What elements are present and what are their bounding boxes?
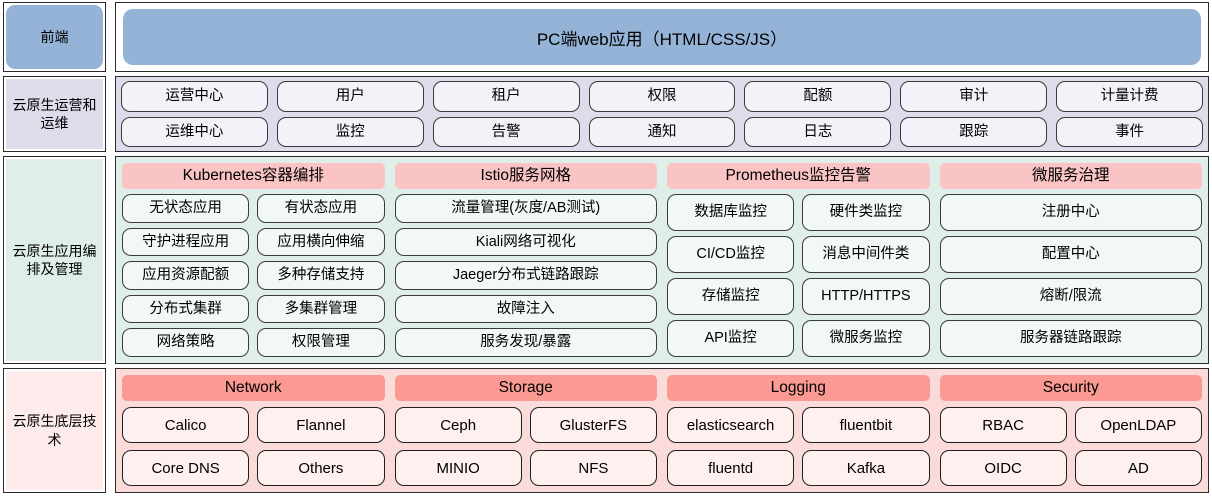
layer-label-orchestration-text: 云原生应用编排及管理	[6, 159, 103, 361]
group-kubernetes: Kubernetes容器编排 无状态应用 有状态应用 守护进程应用 应用横向伸缩…	[122, 163, 385, 357]
ops-panel: 运营中心 用户 租户 权限 配额 审计 计量计费 运维中心 监控 告警 通知 日…	[115, 76, 1209, 152]
layer-row-orchestration: 云原生应用编排及管理 Kubernetes容器编排 无状态应用 有状态应用 守护…	[3, 156, 1209, 364]
ops-chip-grid: 运营中心 用户 租户 权限 配额 审计 计量计费 运维中心 监控 告警 通知 日…	[121, 81, 1203, 147]
group-network: Network Calico Flannel Core DNS Others	[122, 375, 385, 486]
group-title-prometheus: Prometheus监控告警	[667, 163, 930, 189]
group-security: Security RBAC OpenLDAP OIDC AD	[939, 375, 1202, 486]
tech-item[interactable]: 多种存储支持	[257, 261, 385, 290]
layer-label-infrastructure: 云原生底层技术	[3, 368, 106, 493]
group-logging: Logging elasticsearch fluentbit fluentd …	[667, 375, 930, 486]
tech-item[interactable]: RBAC	[939, 407, 1067, 443]
ops-chip[interactable]: 权限	[588, 81, 736, 112]
tech-item[interactable]: 微服务监控	[802, 320, 930, 357]
ops-chip[interactable]: 租户	[432, 81, 580, 112]
layer-row-infrastructure: 云原生底层技术 Network Calico Flannel Core DNS …	[3, 368, 1209, 493]
layer-label-orchestration: 云原生应用编排及管理	[3, 156, 106, 364]
group-title-security: Security	[939, 375, 1202, 401]
group-title-storage: Storage	[394, 375, 657, 401]
frontend-app-banner: PC端web应用（HTML/CSS/JS）	[123, 9, 1201, 65]
tech-item[interactable]: 消息中间件类	[802, 236, 930, 273]
group-items-kubernetes: 无状态应用 有状态应用 守护进程应用 应用横向伸缩 应用资源配额 多种存储支持 …	[122, 194, 385, 357]
ops-chip[interactable]: 通知	[588, 116, 736, 147]
tech-item[interactable]: OpenLDAP	[1074, 407, 1202, 443]
group-title-logging: Logging	[667, 375, 930, 401]
ops-chip[interactable]: 日志	[744, 116, 892, 147]
tech-item[interactable]: Kafka	[802, 450, 930, 486]
tech-item[interactable]: 应用资源配额	[122, 261, 250, 290]
group-storage: Storage Ceph GlusterFS MINIO NFS	[394, 375, 657, 486]
tech-item[interactable]: 服务器链路跟踪	[939, 320, 1202, 357]
group-title-network: Network	[122, 375, 385, 401]
ops-chip[interactable]: 用户	[276, 81, 424, 112]
tech-item[interactable]: 应用横向伸缩	[257, 227, 385, 257]
tech-item[interactable]: Ceph	[394, 407, 522, 443]
tech-item[interactable]: 配置中心	[939, 236, 1202, 273]
tech-item[interactable]: 流量管理(灰度/AB测试)	[394, 194, 657, 223]
infrastructure-panel: Network Calico Flannel Core DNS Others S…	[115, 368, 1209, 493]
group-items-storage: Ceph GlusterFS MINIO NFS	[394, 407, 657, 486]
tech-item[interactable]: 熔断/限流	[939, 278, 1202, 315]
group-title-kubernetes: Kubernetes容器编排	[122, 163, 385, 189]
tech-item[interactable]: 故障注入	[394, 294, 657, 324]
orchestration-panel: Kubernetes容器编排 无状态应用 有状态应用 守护进程应用 应用横向伸缩…	[115, 156, 1209, 364]
ops-chip[interactable]: 配额	[744, 81, 892, 112]
group-title-microservice-governance: 微服务治理	[939, 163, 1202, 189]
tech-item[interactable]: HTTP/HTTPS	[802, 278, 930, 315]
tech-item[interactable]: 分布式集群	[122, 294, 250, 324]
tech-item[interactable]: AD	[1074, 450, 1202, 486]
layer-label-infrastructure-text: 云原生底层技术	[6, 371, 103, 490]
group-title-istio: Istio服务网格	[394, 163, 657, 189]
ops-chip[interactable]: 运营中心	[121, 81, 268, 112]
group-items-microservice-governance: 注册中心 配置中心 熔断/限流 服务器链路跟踪	[939, 194, 1202, 357]
group-items-security: RBAC OpenLDAP OIDC AD	[939, 407, 1202, 486]
tech-item[interactable]: MINIO	[394, 450, 522, 486]
group-items-network: Calico Flannel Core DNS Others	[122, 407, 385, 486]
tech-item[interactable]: 无状态应用	[122, 194, 250, 223]
tech-item[interactable]: Calico	[122, 407, 250, 443]
tech-item[interactable]: NFS	[529, 450, 657, 486]
ops-chip[interactable]: 计量计费	[1056, 81, 1203, 112]
group-istio: Istio服务网格 流量管理(灰度/AB测试) Kiali网络可视化 Jaege…	[394, 163, 657, 357]
tech-item[interactable]: 权限管理	[257, 328, 385, 357]
layer-label-frontend-text: 前端	[6, 5, 103, 69]
tech-item[interactable]: 注册中心	[939, 194, 1202, 231]
ops-chip[interactable]: 监控	[276, 116, 424, 147]
tech-item[interactable]: fluentd	[667, 450, 795, 486]
layer-label-ops-text: 云原生运营和运维	[6, 79, 103, 149]
layer-label-frontend: 前端	[3, 2, 106, 72]
tech-item[interactable]: Flannel	[257, 407, 385, 443]
group-items-logging: elasticsearch fluentbit fluentd Kafka	[667, 407, 930, 486]
tech-item[interactable]: fluentbit	[802, 407, 930, 443]
tech-item[interactable]: elasticsearch	[667, 407, 795, 443]
group-items-prometheus: 数据库监控 硬件类监控 CI/CD监控 消息中间件类 存储监控 HTTP/HTT…	[667, 194, 930, 357]
tech-item[interactable]: Jaeger分布式链路跟踪	[394, 261, 657, 290]
tech-item[interactable]: 网络策略	[122, 328, 250, 357]
frontend-panel: PC端web应用（HTML/CSS/JS）	[115, 2, 1209, 72]
ops-chip[interactable]: 跟踪	[900, 116, 1048, 147]
ops-chip[interactable]: 告警	[432, 116, 580, 147]
tech-item[interactable]: 存储监控	[667, 278, 795, 315]
tech-item[interactable]: 数据库监控	[667, 194, 795, 231]
tech-item[interactable]: API监控	[667, 320, 795, 357]
tech-item[interactable]: Others	[257, 450, 385, 486]
tech-item[interactable]: 硬件类监控	[802, 194, 930, 231]
group-microservice-governance: 微服务治理 注册中心 配置中心 熔断/限流 服务器链路跟踪	[939, 163, 1202, 357]
tech-item[interactable]: OIDC	[939, 450, 1067, 486]
layer-label-ops: 云原生运营和运维	[3, 76, 106, 152]
tech-item[interactable]: GlusterFS	[529, 407, 657, 443]
tech-item[interactable]: 服务发现/暴露	[394, 328, 657, 357]
tech-item[interactable]: Core DNS	[122, 450, 250, 486]
layer-row-ops: 云原生运营和运维 运营中心 用户 租户 权限 配额 审计 计量计费 运维中心 监…	[3, 76, 1209, 152]
tech-item[interactable]: 守护进程应用	[122, 227, 250, 257]
tech-item[interactable]: 多集群管理	[257, 294, 385, 324]
layer-row-frontend: 前端 PC端web应用（HTML/CSS/JS）	[3, 2, 1209, 72]
group-items-istio: 流量管理(灰度/AB测试) Kiali网络可视化 Jaeger分布式链路跟踪 故…	[394, 194, 657, 357]
ops-chip[interactable]: 运维中心	[121, 116, 268, 147]
group-prometheus: Prometheus监控告警 数据库监控 硬件类监控 CI/CD监控 消息中间件…	[667, 163, 930, 357]
tech-item[interactable]: CI/CD监控	[667, 236, 795, 273]
tech-item[interactable]: Kiali网络可视化	[394, 227, 657, 257]
tech-item[interactable]: 有状态应用	[257, 194, 385, 223]
ops-chip[interactable]: 事件	[1056, 116, 1203, 147]
ops-chip[interactable]: 审计	[900, 81, 1048, 112]
